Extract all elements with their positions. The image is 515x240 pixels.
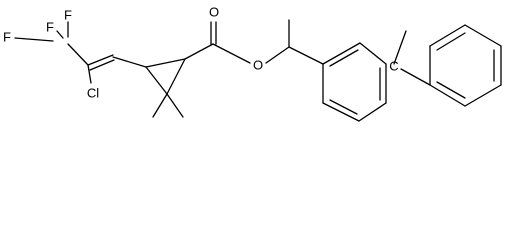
bond-c-to-phenyl <box>400 68 431 86</box>
bond-c-methyl <box>393 30 407 65</box>
bond-ring1-inner-c <box>329 99 358 115</box>
bond-cf3-to-vinyl <box>67 43 89 66</box>
bond-carbonyl-to-o <box>212 43 251 64</box>
bond-ring-to-carbonyl <box>184 43 214 60</box>
atom-label-o-ester: O <box>253 57 263 72</box>
bond-vinyl-double-b <box>89 59 115 71</box>
bond-vinyl-double-a <box>87 54 114 66</box>
bond-ring1-inner-a <box>329 49 359 67</box>
bond-ring2-inner-c <box>436 81 466 99</box>
bond-ring2-6 <box>429 84 466 107</box>
atom-label-c-ring: C <box>389 58 398 73</box>
atom-label-o-carbonyl: O <box>209 4 219 19</box>
bond-f-mid <box>56 30 64 39</box>
bond-gem-methyl-a <box>152 93 168 118</box>
bond-ring-a <box>145 58 186 68</box>
bond-vinyl-cl <box>87 64 92 84</box>
bond-vinyl-to-ring <box>112 56 147 68</box>
bond-gem-methyl-b <box>166 93 184 118</box>
bond-ch-to-ring <box>288 46 324 65</box>
atom-label-f-left: F <box>3 29 11 44</box>
atom-label-f-mid: F <box>46 19 54 34</box>
bond-ring1-2 <box>359 42 387 65</box>
bond-ring2-3 <box>464 24 502 47</box>
chemical-structure-diagram: F F F Cl O O C <box>3 4 502 122</box>
bond-ring1-5 <box>322 102 360 122</box>
bond-ring-c <box>166 58 186 95</box>
bond-o-to-ch <box>265 46 290 64</box>
bond-ring2-inner-a <box>436 32 466 51</box>
bond-ring1-1 <box>322 42 361 65</box>
bond-ring1-4 <box>358 102 387 122</box>
bond-ring2-5 <box>464 84 502 107</box>
atom-label-f-top: F <box>64 7 72 22</box>
atom-label-cl: Cl <box>87 85 99 100</box>
bond-ring2-2 <box>429 24 466 47</box>
bond-ring-b <box>145 66 168 95</box>
bond-f-left <box>14 37 54 42</box>
